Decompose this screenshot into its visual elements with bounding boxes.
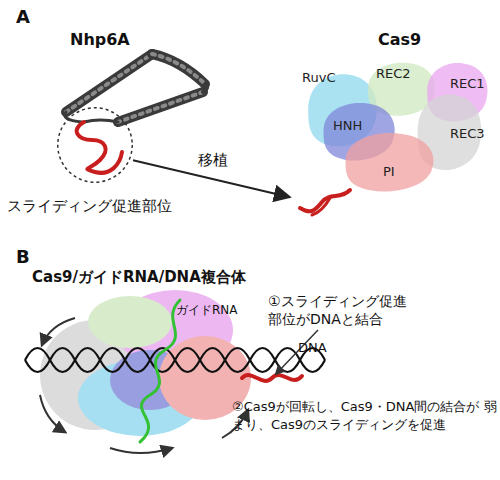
rotation-arrow [40, 395, 65, 432]
panel-title: Cas9/ガイドRNA/DNA複合体 [32, 268, 246, 286]
rec2-blob [88, 296, 172, 348]
sliding-site-circle: スライディング促進部位 [57, 107, 133, 183]
dna-strand [25, 348, 325, 372]
sliding-tail [312, 198, 330, 215]
helix-texture [118, 92, 203, 122]
region-label: スライディング促進部位 [7, 197, 172, 215]
rotation-arrows [40, 318, 248, 453]
loop [65, 112, 82, 122]
dna-helix [25, 348, 325, 372]
note-text: ①スライディング促進 部位がDNAと結合 [268, 292, 418, 328]
dna-strand [25, 348, 325, 372]
helix [118, 92, 203, 122]
part-label: ガイドRNA [176, 303, 238, 317]
panel-letter: B [16, 246, 30, 268]
domain-label: REC2 [376, 66, 411, 82]
helix-texture [66, 54, 152, 112]
rotation-arrow [42, 318, 75, 345]
domain-shape [335, 128, 440, 196]
sliding-tail [242, 375, 302, 381]
sliding-tail [300, 190, 350, 211]
domain-blob: PI [335, 128, 440, 196]
helix [66, 54, 152, 112]
transplant-arrow [133, 160, 290, 197]
loop [84, 120, 118, 122]
edge-label: 移植 [198, 151, 228, 169]
dashed-circle [58, 108, 132, 182]
nhp6a-ribbon [65, 54, 207, 173]
protein-name: Cas9 [378, 30, 421, 49]
sliding-tail [77, 122, 122, 173]
domain-label: RuvC [302, 70, 335, 86]
helix-texture [152, 54, 205, 84]
protein-name: Nhp6A [70, 30, 130, 49]
rotation-arrow [110, 448, 172, 453]
domain-label: PI [383, 164, 395, 180]
protein-group: Nhp6A スライディング促進部位 [40, 30, 220, 195]
domain-fill [346, 133, 434, 191]
dashed-circle-outline [57, 107, 133, 183]
domain-label: REC3 [450, 126, 485, 142]
helix [152, 54, 205, 84]
loop [203, 84, 207, 92]
guide-rna [140, 300, 180, 442]
panel-letter: A [16, 6, 30, 28]
cas9-group: Cas9RuvC REC2REC1HNH REC3PI [290, 30, 497, 220]
note-text: ②Cas9が回転し、Cas9・DNA間の結合が 弱まり、Cas9のスライディング… [232, 398, 498, 433]
domain-label: HNH [333, 118, 362, 134]
part-label: DNA [298, 340, 327, 356]
domain-label: REC1 [450, 76, 485, 92]
